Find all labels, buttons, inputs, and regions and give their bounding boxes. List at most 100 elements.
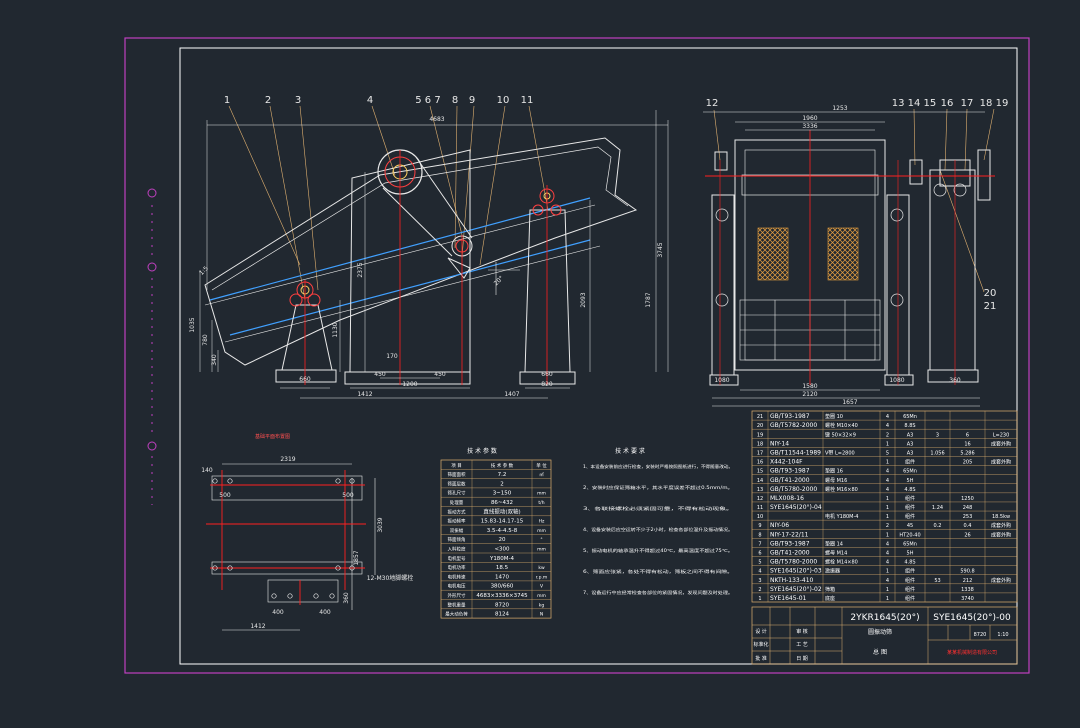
bom-cell: 4 bbox=[886, 551, 889, 557]
bom-cell: 15 bbox=[757, 469, 763, 475]
bom-cell: 1 bbox=[886, 505, 889, 511]
requirement-item: 3、各联接螺栓必须紧固可靠，不得有松动现象。 bbox=[583, 505, 733, 512]
bom-cell: 6 bbox=[966, 432, 969, 438]
dim-base-center-b: 450 bbox=[434, 371, 446, 378]
left-base bbox=[275, 369, 337, 383]
tp-cell: 3.5-4-4.5-8 bbox=[487, 528, 518, 534]
bom-cell: 成套外购 bbox=[991, 531, 1011, 538]
bom-cell: NKTH-133-410 bbox=[770, 577, 814, 584]
dim-base-right: 660 bbox=[541, 371, 553, 378]
bom-cell: GB/T41-2000 bbox=[770, 477, 810, 484]
bom-cell: 3740 bbox=[961, 596, 974, 602]
fp-dim-foot-b: 500 bbox=[342, 492, 354, 499]
tp-cell: 振动方式 bbox=[448, 508, 466, 515]
bom-cell: 45 bbox=[907, 523, 913, 529]
bom-cell: 螺栓 M16×80 bbox=[825, 486, 858, 493]
bom-cell: 5H bbox=[907, 478, 914, 484]
bom-cell: GB/T41-2000 bbox=[770, 550, 810, 557]
bom-cell: 20 bbox=[757, 423, 763, 429]
bom-cell: SYE1645(20°)-02 bbox=[770, 586, 822, 593]
tp-cell: 筛面倾角 bbox=[448, 536, 466, 543]
bom-cell: 4 bbox=[886, 541, 889, 547]
title-name: 圆振动筛 bbox=[868, 628, 892, 636]
requirement-item: 7、设备运行中应经常检查各部位的紧固情况，发现问题及时处理。 bbox=[583, 589, 733, 596]
tp-cell: 电机电压 bbox=[448, 583, 466, 590]
bom-cell: 成套外购 bbox=[991, 522, 1011, 529]
tp-cell: 18.5 bbox=[496, 565, 509, 571]
leader-line bbox=[913, 108, 916, 166]
tp-cell: mm bbox=[537, 492, 546, 497]
tp-cell: 4683×3336×3745 bbox=[476, 593, 528, 599]
leader-line bbox=[983, 108, 995, 161]
tp-cell: V bbox=[540, 584, 544, 590]
leader-line bbox=[964, 108, 968, 171]
bom-cell: 248 bbox=[963, 505, 973, 511]
balloon-label: 9 bbox=[469, 95, 475, 106]
bom-cell: 53 bbox=[934, 578, 940, 584]
bom-cell: GB/T5780-2000 bbox=[770, 486, 817, 493]
hatch-panel-left bbox=[757, 227, 789, 281]
tp-cell: 电机转速 bbox=[448, 573, 466, 580]
bom-cell: GB/T93-1987 bbox=[770, 468, 810, 475]
bom-cell: NIY-17-22/11 bbox=[770, 531, 809, 538]
bom-cell: 激振器 bbox=[825, 568, 840, 575]
title-block-labels: 设 计审 核标准化工 艺批 准日 期 bbox=[753, 628, 807, 662]
tp-header-cell: 单 位 bbox=[536, 462, 547, 469]
leader-line bbox=[479, 105, 506, 266]
screen-box-inner bbox=[211, 146, 629, 291]
tp-cell: 振动频率 bbox=[448, 518, 466, 525]
bom-cell: 0.4 bbox=[964, 523, 972, 529]
bom-cell: 2 bbox=[886, 523, 889, 529]
bom-cell: 205 bbox=[963, 460, 973, 466]
tp-header-cell: 项 目 bbox=[451, 463, 461, 469]
bom-cell: 组件 bbox=[905, 504, 915, 511]
tech-requirements-title: 技 术 要 求 bbox=[615, 447, 645, 455]
bom-cell: GB/T93-1987 bbox=[770, 540, 810, 547]
bom-cell: 成套外购 bbox=[991, 577, 1011, 584]
drawing-frame bbox=[179, 47, 1018, 665]
dim-left-height: 1035 bbox=[189, 317, 196, 332]
bom-cell: 590.8 bbox=[960, 569, 974, 575]
tp-cell: <300 bbox=[494, 547, 510, 553]
dim-left-tiny: 340 bbox=[211, 354, 218, 366]
tp-cell: Y180M-4 bbox=[489, 556, 515, 562]
tp-cell: 15.83-14.17-15 bbox=[481, 519, 524, 525]
bom-cell: 3 bbox=[936, 432, 939, 438]
bom-cell: 4.8S bbox=[904, 487, 915, 493]
tp-cell: 8124 bbox=[495, 612, 509, 618]
bom-cell: 4 bbox=[886, 414, 889, 420]
bom-cell: 5 bbox=[886, 450, 889, 456]
title-block: 2YKR1645(20°) SYE1645(20°)-00 圆振动筛 总 图 8… bbox=[751, 606, 1018, 665]
bom-cell: HT20-40 bbox=[899, 532, 920, 538]
tp-cell: 20 bbox=[499, 537, 506, 543]
tp-cell: t/h bbox=[538, 500, 544, 506]
tp-cell: 入料粒度 bbox=[448, 546, 466, 553]
fp-dim-top: 2319 bbox=[280, 456, 295, 463]
balloon-label: 11 bbox=[521, 95, 534, 106]
tp-cell: 7.2 bbox=[498, 472, 507, 478]
bom-cell: 4.8S bbox=[904, 560, 915, 566]
margin-markers bbox=[147, 188, 157, 505]
tp-cell: 1470 bbox=[495, 574, 509, 580]
dim-base-center-a: 450 bbox=[374, 371, 386, 378]
bom-cell: 9 bbox=[758, 523, 761, 529]
bom-cell: 组件 bbox=[905, 568, 915, 575]
bom-cell: GB/T93-1987 bbox=[770, 413, 810, 420]
balloon-label: 10 bbox=[497, 95, 510, 106]
deck-frame-b bbox=[224, 245, 601, 343]
balloon-label: 20 bbox=[984, 288, 997, 299]
fp-dim-bottom-total: 1412 bbox=[250, 623, 265, 630]
leader-line bbox=[454, 105, 458, 249]
balloon-label: 12 bbox=[706, 98, 719, 109]
bom-cell: 2 bbox=[758, 587, 761, 593]
bom-cell: 0.2 bbox=[934, 523, 942, 529]
center-base bbox=[344, 371, 471, 385]
balloon-label: 2 bbox=[265, 95, 271, 106]
bom-cell: 1.056 bbox=[930, 450, 944, 456]
tp-cell: 整机重量 bbox=[448, 601, 466, 608]
leader-line bbox=[939, 169, 985, 293]
bom-cell: NIY-14 bbox=[770, 440, 789, 447]
dim-right-tall: 3745 bbox=[657, 242, 664, 257]
